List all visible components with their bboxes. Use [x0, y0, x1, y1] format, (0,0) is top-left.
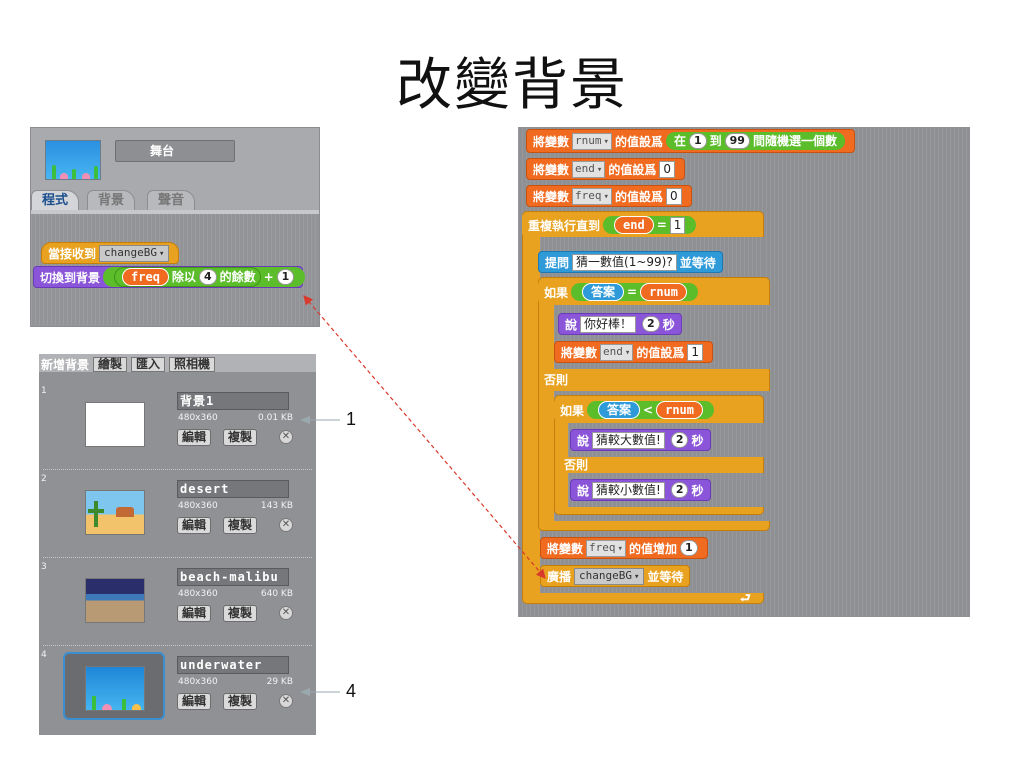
repeat-until-block[interactable]: 重複執行直到 end = 1 — [522, 213, 706, 237]
plus-operator[interactable]: freq 除以 4 的餘數 + 1 — [103, 267, 306, 287]
background-thumbnail[interactable] — [85, 490, 145, 535]
stage-name-field[interactable]: 舞台 — [115, 140, 235, 162]
background-row[interactable]: 3 beach-malibu 480x360 640 KB 編輯 複製 ✕ — [39, 558, 316, 646]
background-row[interactable]: 2 desert 480x360 143 KB 編輯 複製 ✕ — [39, 470, 316, 558]
variable-dropdown[interactable]: freq — [572, 187, 612, 205]
background-name-field[interactable]: 背景1 — [177, 392, 289, 410]
if-block[interactable]: 如果 答案 = rnum — [538, 281, 707, 303]
say-for-secs-block[interactable]: 說 猜較大數值! 2 秒 — [570, 429, 711, 451]
background-thumbnail[interactable] — [85, 666, 145, 711]
copy-button[interactable]: 複製 — [223, 693, 258, 710]
set-end-block[interactable]: 將變數 end 的值設爲 0 — [526, 158, 685, 180]
change-freq-block[interactable]: 將變數 freq 的值增加 1 — [540, 537, 708, 559]
background-thumbnail[interactable] — [85, 578, 145, 623]
background-name-field[interactable]: underwater — [177, 656, 289, 674]
edit-button[interactable]: 編輯 — [177, 605, 212, 622]
callout-number-1: 1 — [346, 409, 357, 429]
variable-dropdown[interactable]: end — [572, 160, 606, 178]
set-rnum-block[interactable]: 將變數 rnum 的值設爲 在 1 到 99 間隨機選一個數 — [526, 129, 855, 153]
sprite-script-area[interactable]: 將變數 rnum 的值設爲 在 1 到 99 間隨機選一個數 將變數 end 的… — [518, 127, 970, 617]
message-dropdown[interactable]: changeBG — [99, 244, 170, 262]
delete-icon[interactable]: ✕ — [279, 518, 293, 532]
less-than-operator[interactable]: 答案 < rnum — [587, 401, 714, 419]
background-name-field[interactable]: desert — [177, 480, 289, 498]
mod-operator[interactable]: freq 除以 4 的餘數 — [114, 267, 261, 287]
say-for-secs-block[interactable]: 說 猜較小數值! 2 秒 — [570, 479, 711, 501]
tab-sounds[interactable]: 聲音 — [147, 190, 196, 210]
edit-button[interactable]: 編輯 — [177, 517, 212, 534]
ask-and-wait-block[interactable]: 提問 猜一數值(1~99)? 並等待 — [538, 251, 723, 273]
freq-reporter[interactable]: freq — [122, 268, 169, 286]
stage-panel: 舞台 程式 背景 聲音 當接收到 changeBG 切換到背景 freq 除以 … — [30, 127, 320, 327]
nested-if-block[interactable]: 如果 答案 < rnum — [554, 399, 723, 421]
background-row-selected[interactable]: 4 underwater 480x360 29 KB 編輯 複製 ✕ — [39, 646, 316, 734]
delete-icon[interactable]: ✕ — [279, 430, 293, 444]
paint-button[interactable]: 繪製 — [93, 357, 128, 372]
random-operator[interactable]: 在 1 到 99 間隨機選一個數 — [665, 132, 845, 150]
broadcast-and-wait-block[interactable]: 廣播 changeBG 並等待 — [540, 565, 691, 587]
import-button[interactable]: 匯入 — [131, 357, 166, 372]
when-receive-block[interactable]: 當接收到 changeBG — [41, 242, 180, 264]
copy-button[interactable]: 複製 — [223, 517, 258, 534]
camera-button[interactable]: 照相機 — [169, 357, 216, 372]
equals-operator[interactable]: end = 1 — [603, 216, 697, 234]
else-label: 否則 — [544, 372, 569, 387]
set-end-block[interactable]: 將變數 end 的值設爲 1 — [554, 341, 713, 363]
else-label: 否則 — [564, 457, 589, 472]
delete-icon[interactable]: ✕ — [279, 606, 293, 620]
stage-script-area[interactable]: 當接收到 changeBG 切換到背景 freq 除以 4 的餘數 + 1 — [31, 214, 319, 326]
say-for-secs-block[interactable]: 說 你好棒！ 2 秒 — [558, 313, 682, 335]
backgrounds-toolbar: 新增背景 繪製 匯入 照相機 — [39, 354, 316, 372]
background-thumbnail[interactable] — [85, 402, 145, 447]
link-arrow — [303, 295, 546, 579]
loop-arrow-icon: ⮐ — [740, 591, 751, 605]
stage-thumbnail[interactable] — [45, 140, 101, 180]
slide-title: 改變背景 — [396, 53, 628, 118]
tab-scripts[interactable]: 程式 — [31, 190, 80, 210]
new-background-label: 新增背景 — [41, 358, 90, 372]
set-freq-block[interactable]: 將變數 freq 的值設爲 0 — [526, 185, 692, 207]
variable-dropdown[interactable]: rnum — [572, 132, 612, 150]
backgrounds-panel: 新增背景 繪製 匯入 照相機 1 背景1 480x360 0.01 KB 編輯 … — [39, 354, 316, 735]
equals-operator[interactable]: 答案 = rnum — [571, 283, 698, 301]
copy-button[interactable]: 複製 — [223, 605, 258, 622]
switch-background-block[interactable]: 切換到背景 freq 除以 4 的餘數 + 1 — [33, 266, 306, 288]
edit-button[interactable]: 編輯 — [177, 693, 212, 710]
variable-dropdown[interactable]: freq — [586, 539, 626, 557]
callout-number-4: 4 — [346, 681, 357, 701]
variable-dropdown[interactable]: end — [600, 343, 634, 361]
background-row[interactable]: 1 背景1 480x360 0.01 KB 編輯 複製 ✕ — [39, 382, 316, 470]
delete-icon[interactable]: ✕ — [279, 694, 293, 708]
message-dropdown[interactable]: changeBG — [574, 567, 645, 585]
tab-backgrounds[interactable]: 背景 — [87, 190, 136, 210]
copy-button[interactable]: 複製 — [223, 429, 258, 446]
background-name-field[interactable]: beach-malibu — [177, 568, 289, 586]
stage-tabs: 程式 背景 聲音 — [31, 190, 319, 212]
edit-button[interactable]: 編輯 — [177, 429, 212, 446]
